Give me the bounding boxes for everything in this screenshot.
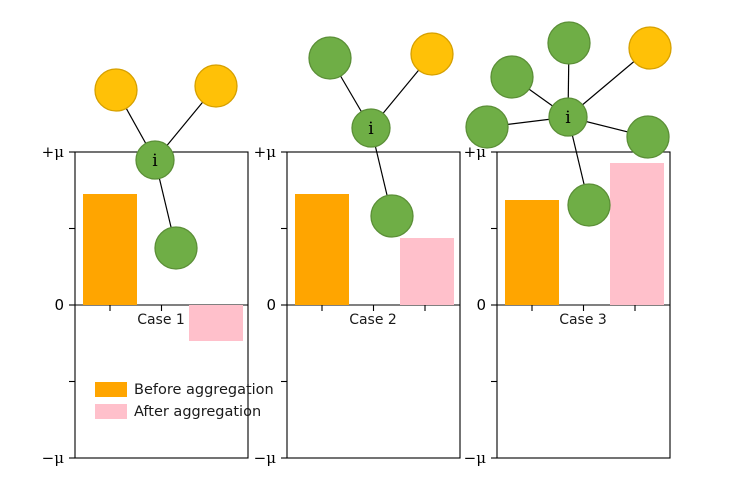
panel-2-ytick-label-zero: 0 xyxy=(266,296,276,314)
panel-2-center-node-label: i xyxy=(368,119,374,139)
panel-1-neighbor-node-green-1 xyxy=(154,226,198,270)
panel-1-neighbor-node-yellow-2 xyxy=(194,64,238,108)
panel-1-ytick-label-pos-mu: +μ xyxy=(42,143,65,161)
panel-case-3: +μ 0 −μ Case 3 i xyxy=(464,21,672,467)
panel-2-bar-before-aggregation xyxy=(295,194,349,305)
panel-1-neighbor-node-yellow-1 xyxy=(94,68,138,112)
panel-3-ytick-label-zero: 0 xyxy=(476,296,486,314)
panel-3-case-label: Case 3 xyxy=(559,312,607,328)
panel-3-neighbor-node-green-lower-left xyxy=(465,105,509,149)
panel-3-ytick-label-neg-mu: −μ xyxy=(464,449,487,467)
panel-3-neighbor-node-green-top xyxy=(547,21,591,65)
panel-3-neighbor-node-green-below xyxy=(567,183,611,227)
panel-2-case-label: Case 2 xyxy=(349,312,397,328)
panel-3-bar-before-aggregation xyxy=(505,200,559,305)
panel-1-bar-before-aggregation xyxy=(83,194,137,305)
panel-3-center-node xyxy=(548,97,588,137)
panel-case-2: +μ 0 −μ Case 2 i xyxy=(254,32,461,467)
panel-2-ytick-label-pos-mu: +μ xyxy=(254,143,277,161)
panel-2-neighbor-node-yellow-1 xyxy=(410,32,454,76)
panel-1-ytick-label-zero: 0 xyxy=(54,296,64,314)
panel-3-center-node-label: i xyxy=(565,108,571,128)
panel-2-neighbor-node-green-2 xyxy=(370,194,414,238)
panel-2-neighbor-node-green-1 xyxy=(308,36,352,80)
legend-swatch-before-aggregation xyxy=(95,382,127,397)
legend-label-after-aggregation: After aggregation xyxy=(134,404,261,420)
panel-1-case-label: Case 1 xyxy=(137,312,185,328)
panel-3-neighbor-node-green-right xyxy=(626,115,670,159)
panel-2-center-node xyxy=(351,108,391,148)
panel-3-bar-after-aggregation xyxy=(610,163,664,305)
panel-1-center-node-label: i xyxy=(152,151,158,171)
panel-1-ytick-label-neg-mu: −μ xyxy=(42,449,65,467)
panel-1-center-node xyxy=(135,140,175,180)
panel-3-neighbor-node-green-upper-left xyxy=(490,55,534,99)
panel-2-bar-after-aggregation xyxy=(400,238,454,305)
panel-1-bar-after-aggregation xyxy=(189,305,243,341)
panel-case-1: +μ 0 −μ Case 1 i xyxy=(42,64,274,467)
legend-swatch-after-aggregation xyxy=(95,404,127,419)
panel-3-neighbor-node-yellow-1 xyxy=(628,26,672,70)
panel-2-ytick-label-neg-mu: −μ xyxy=(254,449,277,467)
legend-label-before-aggregation: Before aggregation xyxy=(134,382,274,398)
